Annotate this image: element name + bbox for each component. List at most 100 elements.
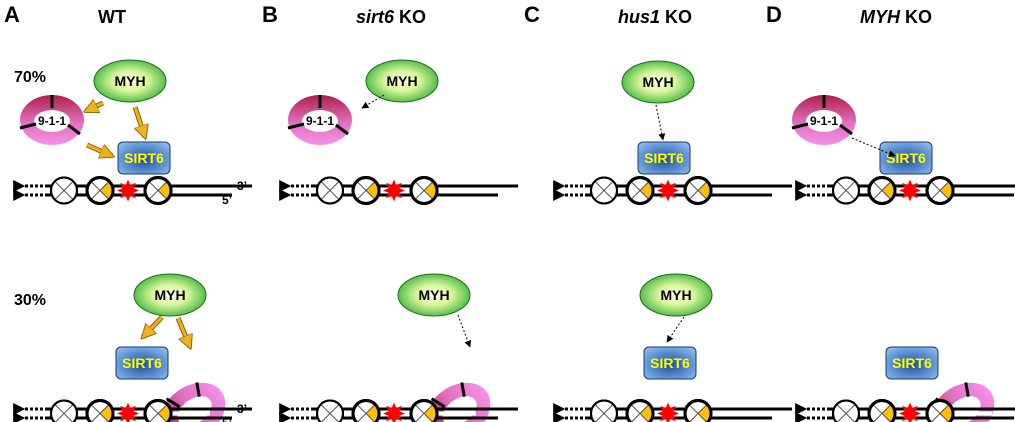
- myh-ellipse: [397, 273, 471, 317]
- panel-letter: B: [262, 2, 278, 27]
- nucleosome-outline: [832, 399, 860, 422]
- nucleosome-cross: [320, 181, 340, 200]
- panel-title: sirt6 KO: [356, 7, 426, 27]
- ring-label: 9-1-1: [38, 114, 66, 128]
- ring-subunit-divider: [430, 397, 446, 409]
- ring-hole: [302, 110, 338, 132]
- myh-protein: MYH: [93, 59, 167, 103]
- myh-ellipse: [621, 60, 695, 104]
- nucleosome-mark: [424, 181, 438, 200]
- nucleosome: [625, 399, 655, 422]
- sirt6-label: SIRT6: [122, 355, 162, 371]
- sirt6-protein: SIRT6: [115, 346, 169, 380]
- ring-subunit-divider: [460, 382, 466, 397]
- panel-title: hus1 KO: [618, 7, 692, 27]
- nucleosome-mark: [158, 404, 171, 422]
- nucleosome-cross: [90, 404, 110, 422]
- dna-lesion-icon: [383, 179, 405, 202]
- nucleosome-outline: [590, 399, 618, 422]
- sirt6-label: SIRT6: [650, 355, 690, 371]
- ring-subunit-divider: [839, 123, 853, 136]
- myh-label: MYH: [642, 74, 673, 90]
- sirt6-protein: SIRT6: [885, 346, 939, 380]
- nucleosome: [85, 399, 115, 422]
- nucleosome-cross: [594, 181, 614, 200]
- nucleosome: [409, 176, 439, 205]
- sirt6-box: [643, 346, 697, 380]
- nucleosome: [832, 176, 860, 205]
- nucleosome-cross: [630, 181, 650, 200]
- sirt6-protein: SIRT6: [879, 141, 933, 175]
- nucleosome-outline: [316, 176, 344, 205]
- sirt6-box: [885, 346, 939, 380]
- nucleosome-outline: [85, 176, 115, 205]
- sirt6-box: [115, 346, 169, 380]
- nucleosome-outline: [143, 399, 173, 422]
- myh-label: MYH: [114, 73, 145, 89]
- nucleosome-outline: [683, 176, 713, 205]
- nucleosome-mark: [640, 404, 653, 422]
- nucleosome-cross: [836, 404, 856, 422]
- sirt6-protein: SIRT6: [637, 141, 691, 175]
- sirt6-label: SIRT6: [644, 150, 684, 166]
- scenario-row-2: MYH SIRT6: [553, 273, 792, 422]
- myh-protein: MYH: [621, 60, 695, 104]
- title-suffix: WT: [98, 7, 126, 27]
- title-gene: MYH: [860, 7, 901, 27]
- nucleosome-mark: [940, 404, 953, 422]
- sirt6-protein: SIRT6: [643, 346, 697, 380]
- nucleosome-outline: [351, 399, 381, 422]
- myh-protein: MYH: [133, 273, 207, 317]
- nucleosome-outline: [85, 399, 115, 422]
- nucleosome-outline: [351, 176, 381, 205]
- nucleosome: [832, 399, 860, 422]
- nucleosome-outline: [409, 399, 439, 422]
- dna-end-5prime: 5’: [222, 193, 232, 207]
- sirt6-protein: SIRT6: [117, 141, 171, 175]
- myh-label: MYH: [154, 287, 185, 303]
- nucleosome-mark: [698, 181, 712, 200]
- dna-lesion-icon: [117, 402, 139, 422]
- myh-label: MYH: [386, 73, 417, 89]
- nucleosome-outline: [683, 399, 713, 422]
- myh-label: MYH: [660, 287, 691, 303]
- ring-subunit-divider: [287, 122, 305, 130]
- title-suffix: KO: [660, 7, 692, 27]
- panel-title: MYH KO: [860, 7, 932, 27]
- title-suffix: KO: [394, 7, 426, 27]
- nucleosome-mark: [940, 181, 954, 200]
- myh-ellipse: [133, 273, 207, 317]
- arrow-dashed: [666, 316, 685, 343]
- arrow-solid: [133, 106, 145, 137]
- ring-subunit-divider: [165, 397, 181, 409]
- nucleosome-outline: [832, 176, 860, 205]
- dna-end-3prime: 3’: [237, 179, 247, 193]
- ring-subunit-divider: [791, 122, 809, 130]
- nucleosome-cross: [356, 404, 376, 422]
- nucleosome-cross: [54, 404, 74, 422]
- nucleosome-cross: [688, 404, 708, 422]
- dna-end-5prime: 5’: [222, 416, 232, 422]
- arrow-solid: [86, 103, 104, 111]
- nucleosome: [143, 176, 173, 205]
- arrow-solid: [176, 317, 190, 347]
- nucleosome: [50, 399, 78, 422]
- scenario-row-2: MYH: [279, 273, 518, 422]
- nucleosome-cross: [688, 181, 708, 200]
- panel-letter: A: [4, 2, 20, 27]
- arrow-solid: [86, 143, 112, 156]
- nucleosome: [867, 399, 897, 422]
- nucleosome: [925, 399, 955, 422]
- nucleosome-outline: [867, 176, 897, 205]
- dna-lesion-icon: [117, 179, 139, 202]
- arrow-dashed: [361, 94, 385, 109]
- nucleosome-outline: [409, 176, 439, 205]
- nucleosome-mark: [158, 181, 172, 200]
- arrow-dashed: [655, 104, 666, 141]
- dna-lesion-icon: [657, 402, 679, 422]
